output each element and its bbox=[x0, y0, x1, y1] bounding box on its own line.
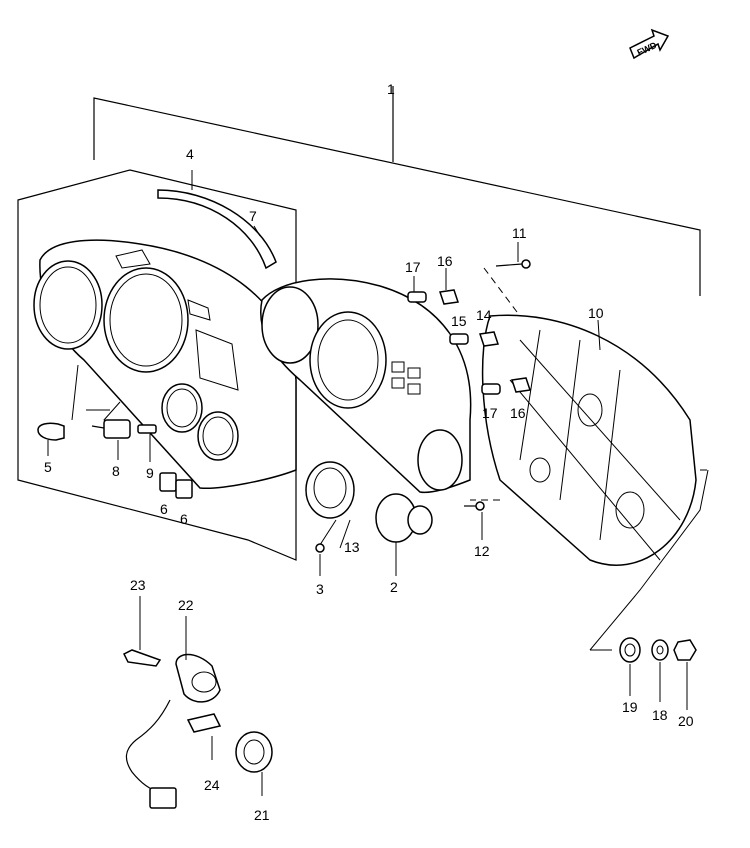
callout-2: 2 bbox=[390, 579, 398, 595]
callout-6-left: 6 bbox=[160, 501, 168, 517]
callout-8: 8 bbox=[112, 463, 120, 479]
callout-12: 12 bbox=[474, 543, 490, 559]
assembly-bracket bbox=[93, 86, 701, 296]
cover-strip bbox=[157, 189, 277, 270]
callout-17-top: 17 bbox=[405, 259, 421, 275]
meters-bottom bbox=[305, 461, 433, 549]
callout-13: 13 bbox=[344, 539, 360, 555]
callout-3: 3 bbox=[316, 581, 324, 597]
callout-1: 1 bbox=[387, 81, 395, 97]
fasteners bbox=[315, 259, 531, 553]
callout-23: 23 bbox=[130, 577, 146, 593]
fwd-arrow-icon: FWD bbox=[629, 28, 670, 60]
back-case bbox=[481, 314, 697, 566]
callout-21: 21 bbox=[254, 807, 270, 823]
small-parts-left bbox=[37, 419, 193, 499]
gauge-panel bbox=[260, 278, 472, 494]
callout-20: 20 bbox=[678, 713, 694, 729]
explosion-lines bbox=[470, 267, 709, 651]
callout-9: 9 bbox=[146, 465, 154, 481]
callout-11: 11 bbox=[512, 225, 527, 241]
callout-4: 4 bbox=[186, 146, 194, 162]
callout-15: 15 bbox=[451, 313, 467, 329]
callout-22: 22 bbox=[178, 597, 194, 613]
callout-19: 19 bbox=[622, 699, 638, 715]
callout-18: 18 bbox=[652, 707, 668, 723]
callout-6-right: 6 bbox=[180, 511, 188, 527]
callout-14: 14 bbox=[476, 307, 492, 323]
leader-lines bbox=[47, 170, 601, 576]
front-cover-group bbox=[17, 169, 297, 561]
callout-5: 5 bbox=[44, 459, 52, 475]
washers bbox=[619, 637, 697, 710]
callout-16-mid: 16 bbox=[510, 405, 526, 421]
callout-17-mid: 17 bbox=[482, 405, 498, 421]
callout-24: 24 bbox=[204, 777, 220, 793]
callout-10: 10 bbox=[588, 305, 604, 321]
sensor-harness bbox=[122, 596, 273, 809]
callout-labels: 1 4 7 11 17 16 15 14 10 17 16 5 8 9 6 6 … bbox=[44, 81, 694, 823]
callout-16-top: 16 bbox=[437, 253, 453, 269]
callout-7: 7 bbox=[249, 208, 257, 224]
